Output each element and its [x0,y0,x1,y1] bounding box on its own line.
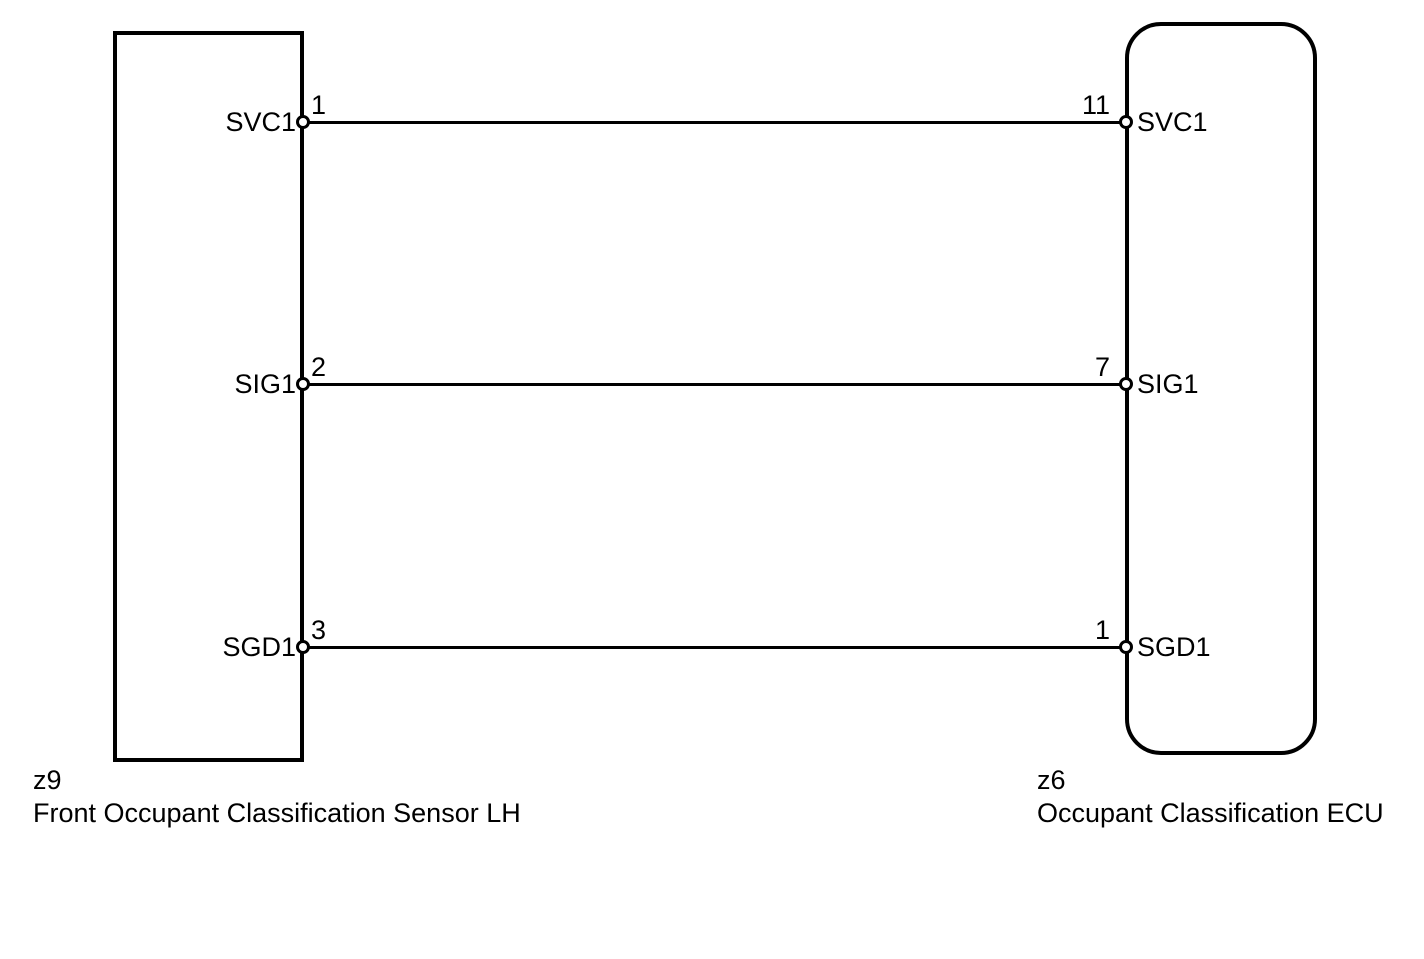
pin-terminal-icon [296,377,310,391]
pin-label-left-sig1: SIG1 [234,369,296,399]
pin-number-right-svc1: 11 [1081,90,1110,120]
wire-sgd1 [302,646,1127,649]
pin-label-right-svc1: SVC1 [1137,107,1208,137]
left-component-name: Front Occupant Classification Sensor LH [33,798,521,828]
pin-label-left-sgd1: SGD1 [222,632,296,662]
pin-terminal-icon [1119,377,1133,391]
left-component-box [113,31,304,762]
right-component-caption: z6 Occupant Classification ECU [1037,764,1384,830]
right-component-name: Occupant Classification ECU [1037,798,1384,828]
pin-terminal-icon [296,640,310,654]
pin-number-left-sgd1: 3 [311,615,327,645]
pin-number-left-svc1: 1 [311,90,327,120]
left-component-caption: z9 Front Occupant Classification Sensor … [33,764,521,830]
pin-label-left-svc1: SVC1 [225,107,296,137]
pin-terminal-icon [1119,640,1133,654]
pin-number-left-sig1: 2 [311,352,327,382]
pin-number-right-sgd1: 1 [1094,615,1110,645]
pin-label-right-sig1: SIG1 [1137,369,1199,399]
pin-number-right-sig1: 7 [1094,352,1110,382]
left-component-code: z9 [33,765,62,795]
wire-sig1 [302,383,1127,386]
pin-label-right-sgd1: SGD1 [1137,632,1211,662]
right-component-code: z6 [1037,765,1066,795]
wire-svc1 [302,121,1127,124]
pin-terminal-icon [1119,115,1133,129]
pin-terminal-icon [296,115,310,129]
